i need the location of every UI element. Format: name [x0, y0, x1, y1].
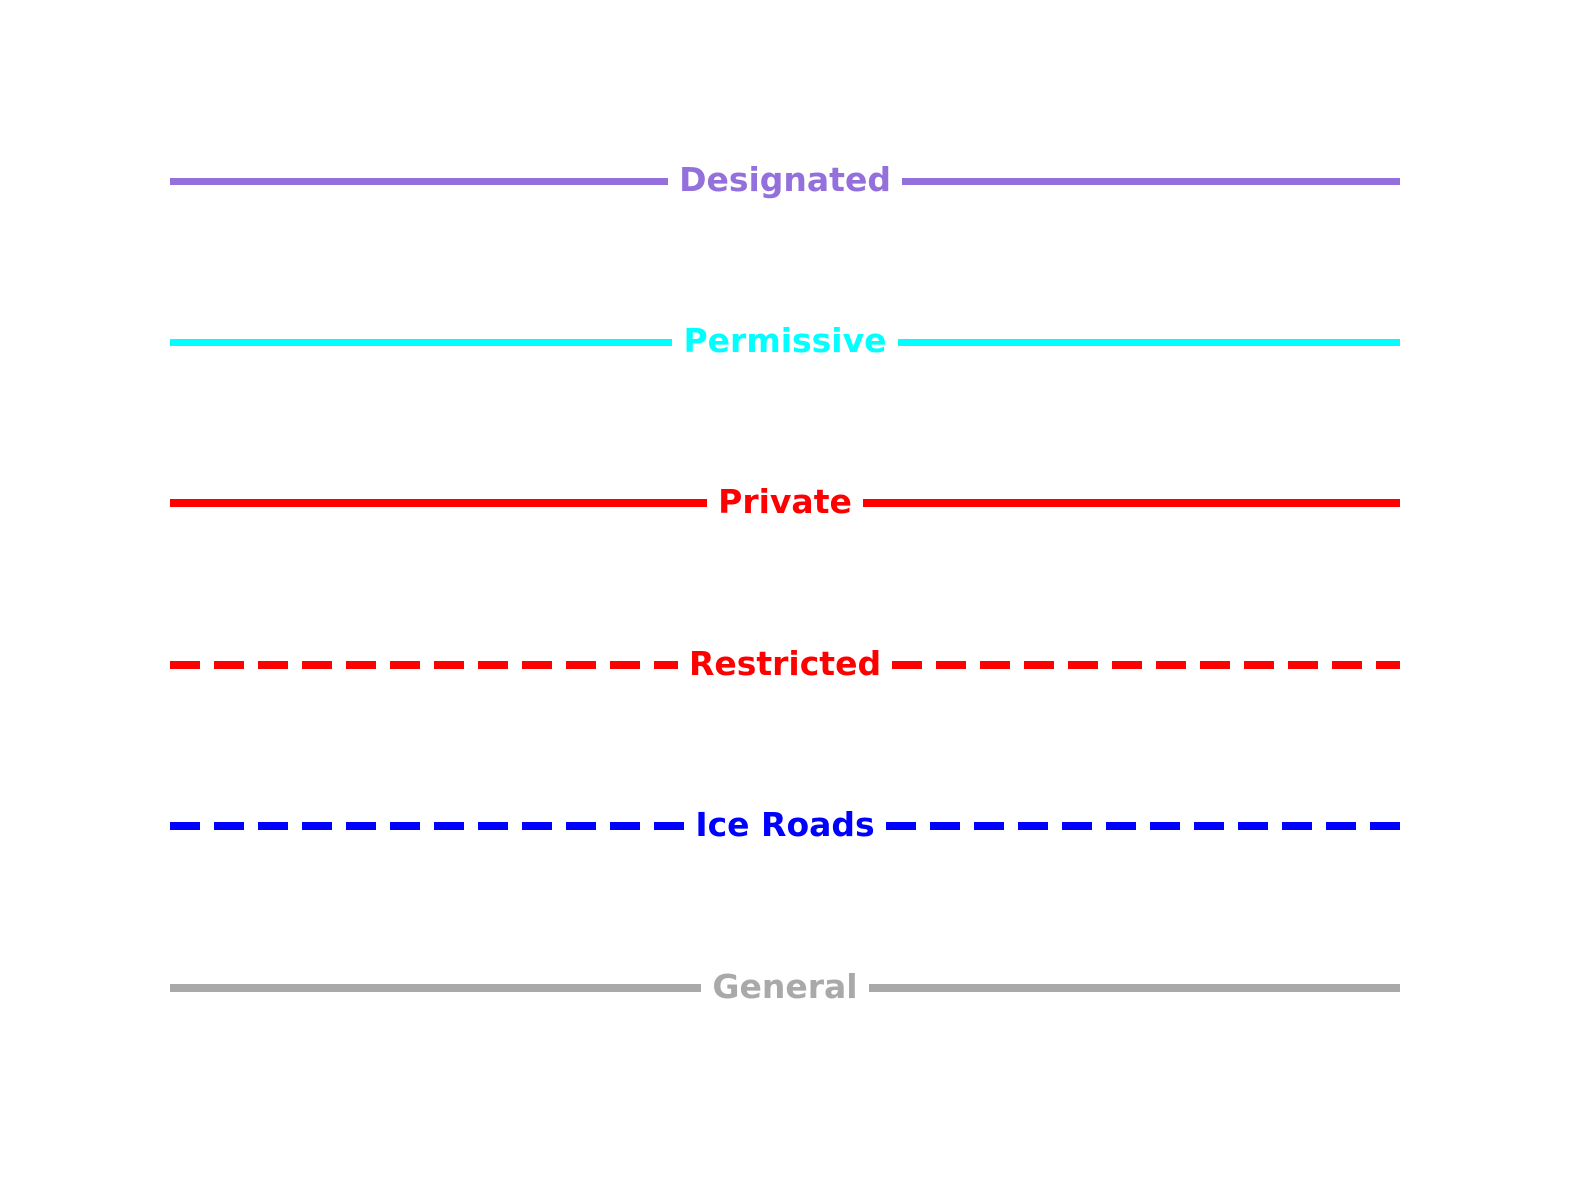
legend-line-right-segment — [862, 499, 1400, 507]
legend-line-left-segment — [170, 984, 702, 992]
legend-line-right-segment — [901, 177, 1401, 185]
legend-row-private: Private — [170, 475, 1400, 531]
legend-line-left-segment — [170, 499, 708, 507]
legend-line-right-segment — [885, 822, 1401, 830]
legend-label: General — [712, 966, 858, 1006]
legend-label: Designated — [679, 159, 891, 199]
legend-row-permissive: Permissive — [170, 314, 1400, 370]
legend-line-left-segment — [170, 338, 673, 346]
legend-line-right-segment — [892, 661, 1401, 669]
legend-label: Ice Roads — [695, 804, 875, 844]
legend-line-right-segment — [868, 984, 1401, 992]
legend-label: Restricted — [688, 643, 882, 683]
legend-label: Permissive — [683, 320, 887, 360]
legend-row-general: General — [170, 960, 1401, 1016]
legend-line-right-segment — [897, 338, 1400, 346]
legend-line-left-segment — [170, 661, 678, 669]
legend-label: Private — [718, 481, 852, 521]
legend-row-ice-roads: Ice Roads — [170, 798, 1401, 854]
legend-line-left-segment — [170, 177, 669, 185]
legend-row-restricted: Restricted — [170, 637, 1401, 693]
legend-row-designated: Designated — [170, 153, 1401, 209]
legend-line-left-segment — [170, 822, 685, 830]
